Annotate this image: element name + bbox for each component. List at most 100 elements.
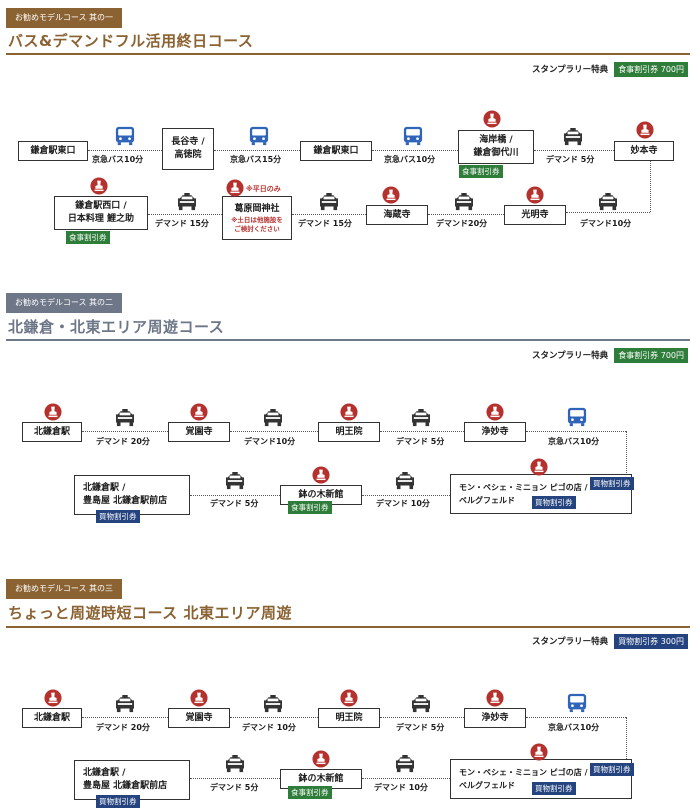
course2-badge: お勧めモデルコース 其の二 — [6, 293, 122, 313]
route-connector — [362, 778, 450, 779]
shop-discount-tag: 買物割引券 — [96, 510, 140, 523]
stamp-icon — [312, 750, 330, 768]
route-connector — [626, 717, 627, 761]
taxi-icon — [114, 409, 136, 427]
route-connector — [380, 431, 464, 432]
shop-discount-tag: 買物割引券 — [532, 496, 576, 509]
stop-kitakamakura[interactable]: 北鎌倉駅 — [22, 708, 82, 728]
leg-label: 京急バス10分 — [92, 155, 144, 164]
taxi-icon — [176, 193, 198, 211]
taxi-icon — [410, 695, 432, 713]
stop-hasedera[interactable]: 長谷寺 /高徳院 — [162, 128, 214, 170]
stop-label: 北鎌倉駅 / — [83, 768, 126, 778]
stop-kaiganbashi[interactable]: 海岸橋 /鎌倉御代川 — [458, 130, 534, 164]
stop-label: 長谷寺 / — [171, 137, 205, 147]
stop-myooin[interactable]: 明王院 — [318, 422, 380, 442]
taxi-icon — [394, 755, 416, 773]
leg-label: デマンド 10分 — [374, 783, 428, 792]
course3-title: ちょっと周遊時短コース 北東エリア周遊 — [8, 604, 292, 622]
perk-label: スタンプラリー特典 — [531, 65, 609, 75]
stop-label: 鎌倉駅東口 — [30, 145, 76, 156]
route-connector — [380, 717, 464, 718]
stop-label: 浄妙寺 — [481, 712, 509, 723]
course3-badge: お勧めモデルコース 其の三 — [6, 579, 122, 599]
bus-icon — [402, 126, 424, 146]
stamp-icon — [340, 689, 358, 707]
stop-kitakamakura[interactable]: 北鎌倉駅 — [22, 422, 82, 442]
stop-label: ベルグフェルド — [459, 496, 515, 505]
stop-komyoji[interactable]: 光明寺 — [504, 205, 566, 225]
stop-label: 葛原岡神社 — [234, 203, 280, 214]
leg-label: デマンド 5分 — [396, 723, 445, 732]
stop-label: 明王院 — [335, 712, 363, 723]
stop-label: 豊島屋 北鎌倉駅前店 — [83, 781, 168, 791]
stop-label: 日本料理 鯉之助 — [67, 214, 135, 224]
taxi-icon — [318, 193, 340, 211]
stop-label: 北鎌倉駅 — [33, 712, 70, 723]
route-connector — [214, 150, 300, 151]
perk-tag: 食事割引券 700円 — [614, 347, 688, 363]
stop-label: 光明寺 — [521, 209, 549, 220]
taxi-icon — [410, 409, 432, 427]
stop-kakuonji[interactable]: 覚園寺 — [168, 422, 230, 442]
stamp-icon — [483, 110, 501, 128]
stop-kitakamakura-toshimaya[interactable]: 北鎌倉駅 /豊島屋 北鎌倉駅前店 — [74, 475, 190, 515]
stop-label: 豊島屋 北鎌倉駅前店 — [83, 496, 168, 506]
weekday-only-note: ※平日のみ — [246, 185, 281, 193]
shop-discount-tag: 買物割引券 — [532, 782, 576, 795]
stop-myohonji[interactable]: 妙本寺 — [614, 141, 674, 161]
taxi-icon — [453, 193, 475, 211]
route-connector — [566, 212, 650, 213]
shop-discount-tag: 買物割引券 — [590, 477, 634, 490]
taxi-icon — [224, 755, 246, 773]
stamp-icon — [486, 689, 504, 707]
taxi-icon — [562, 128, 584, 146]
stop-jomyoji[interactable]: 浄妙寺 — [464, 708, 526, 728]
leg-label: デマンド 5分 — [210, 783, 259, 792]
stop-kaizoji[interactable]: 海蔵寺 — [366, 205, 428, 225]
route-connector — [190, 495, 280, 496]
course1-title: バス&デマンドフル活用終日コース — [8, 32, 254, 50]
bus-icon — [566, 693, 588, 713]
taxi-icon — [224, 472, 246, 490]
stop-label: 海蔵寺 — [383, 209, 411, 220]
course3-perk: スタンプラリー特典 買物割引券 300円 — [532, 633, 688, 649]
stop-kamakura-east-1[interactable]: 鎌倉駅東口 — [18, 141, 88, 161]
route-connector — [526, 431, 626, 432]
course3-divider — [6, 626, 690, 628]
route-connector — [82, 431, 168, 432]
perk-label: スタンプラリー特典 — [531, 637, 609, 647]
stop-myooin[interactable]: 明王院 — [318, 708, 380, 728]
stop-kamakura-east-2[interactable]: 鎌倉駅東口 — [300, 141, 372, 161]
taxi-icon — [114, 695, 136, 713]
stop-kitakamakura-toshimaya[interactable]: 北鎌倉駅 / 豊島屋 北鎌倉駅前店 — [74, 760, 190, 800]
leg-label: 京急バス10分 — [548, 723, 600, 732]
stop-jomyoji[interactable]: 浄妙寺 — [464, 422, 526, 442]
route-connector — [230, 431, 318, 432]
stop-kuzuharaoka[interactable]: 葛原岡神社 ※土日は他施設を ご検討ください — [222, 196, 292, 240]
taxi-icon — [262, 695, 284, 713]
bus-icon — [566, 407, 588, 427]
leg-label: デマンド20分 — [436, 219, 488, 228]
bus-icon — [248, 126, 270, 146]
stamp-icon — [312, 466, 330, 484]
leg-label: 京急バス10分 — [548, 437, 600, 446]
course2-perk: スタンプラリー特典 食事割引券 700円 — [532, 347, 688, 363]
stop-kamakura-west[interactable]: 鎌倉駅西口 /日本料理 鯉之助 — [54, 196, 148, 230]
stamp-icon — [486, 403, 504, 421]
leg-label: 京急バス10分 — [384, 155, 436, 164]
food-discount-tag: 食事割引券 — [66, 231, 110, 244]
leg-label: デマンド 20分 — [96, 723, 150, 732]
stop-kakuonji[interactable]: 覚園寺 — [168, 708, 230, 728]
stop-label: モン・ペシェ・ミニョン ピゴの店 / — [459, 483, 588, 492]
perk-tag: 買物割引券 300円 — [614, 633, 688, 649]
taxi-icon — [597, 193, 619, 211]
stamp-icon — [226, 179, 244, 197]
stop-label: 海岸橋 / — [479, 135, 513, 145]
leg-label: デマンド 10分 — [376, 499, 430, 508]
stop-label: 覚園寺 — [185, 426, 213, 437]
stop-label: 鉢の木新館 — [298, 489, 344, 500]
route-connector — [372, 150, 458, 151]
leg-label: デマンド 5分 — [396, 437, 445, 446]
route-connector — [292, 214, 366, 215]
